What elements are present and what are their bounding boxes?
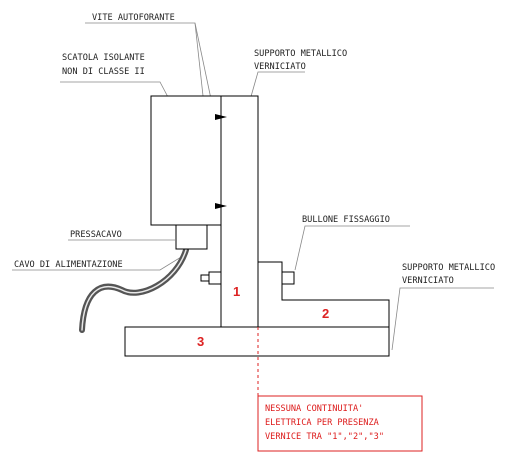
- vertical-support-1: [220, 95, 259, 328]
- label-bullone: BULLONE FISSAGGIO: [302, 215, 390, 225]
- label-supporto-top-line2: VERNICIATO: [254, 62, 306, 72]
- leader-lines: [12, 22, 494, 351]
- label-scatola-line1: SCATOLA ISOLANTE: [62, 53, 145, 63]
- label-supporto-right-line2: VERNICIATO: [402, 276, 454, 286]
- label-vite-autoforante: VITE AUTOFORANTE: [92, 13, 175, 23]
- power-cable-highlight: [81, 249, 187, 331]
- leader-cavo: [12, 253, 187, 271]
- label-cavo: CAVO DI ALIMENTAZIONE: [14, 260, 123, 270]
- cable-gland: [175, 224, 208, 250]
- self-tapping-screw-bottom: [215, 203, 227, 209]
- number-2: 2: [322, 306, 329, 321]
- leader-bullone: [294, 225, 410, 271]
- self-tapping-screw-top: [215, 114, 227, 120]
- insulating-box: [150, 95, 222, 226]
- label-supporto-top-line1: SUPPORTO METALLICO: [254, 49, 347, 59]
- label-supporto-right-line1: SUPPORTO METALLICO: [402, 263, 495, 273]
- leader-supporto-right: [391, 287, 494, 351]
- label-pressacavo: PRESSACAVO: [70, 230, 122, 240]
- number-3: 3: [197, 334, 204, 349]
- fixing-bolt-left: [200, 271, 222, 285]
- base-support-3: [124, 326, 390, 357]
- label-scatola-line2: NON DI CLASSE II: [62, 67, 145, 77]
- note-line2: ELETTRICA PER PRESENZA: [265, 418, 380, 428]
- note-box: [257, 395, 423, 452]
- note-line3: VERNICE TRA "1","2","3": [265, 432, 384, 442]
- note-line1: NESSUNA CONTINUITA': [265, 404, 363, 414]
- fixing-bolt-right: [281, 271, 295, 285]
- number-1: 1: [233, 284, 240, 299]
